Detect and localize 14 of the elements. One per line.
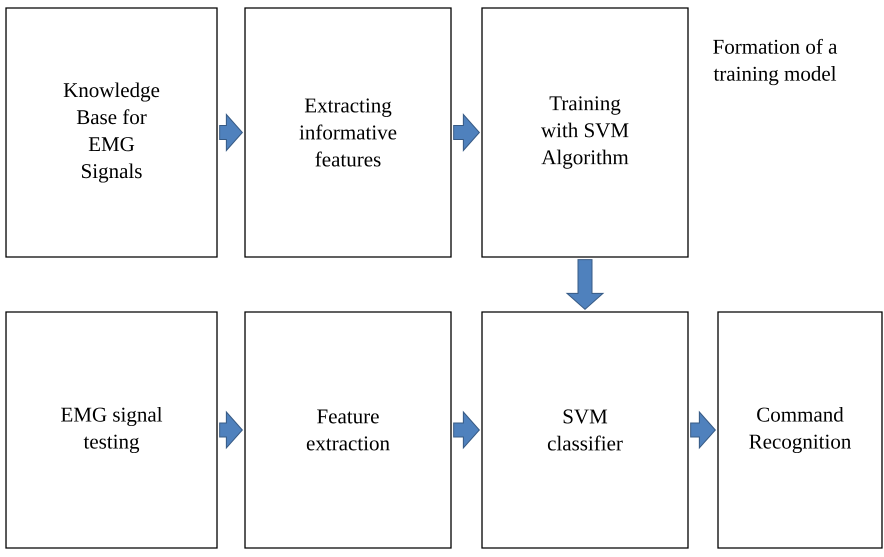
block-arrow [566,259,604,310]
block-arrow [219,410,244,450]
process-box: Training with SVM Algorithm [481,7,689,258]
process-box: Command Recognition [717,311,883,549]
block-arrow [453,410,480,450]
note-text: Formation of a training model [713,38,838,86]
process-box: Knowledge Base for EMG Signals [5,7,218,258]
process-box: Feature extraction [244,311,452,549]
block-arrow [219,113,244,152]
process-box: Extracting informative features [244,7,452,258]
process-box: SVM classifier [481,311,689,549]
block-arrow [690,410,716,450]
block-arrow [453,113,480,152]
process-box: EMG signal testing [5,311,218,549]
